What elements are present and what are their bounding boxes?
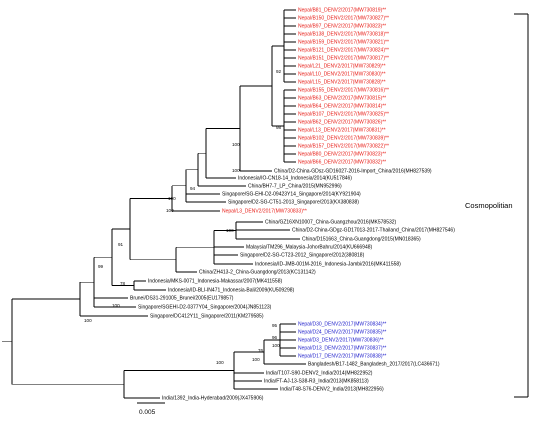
leaf-label: Nepal/B80_DENV2/2017(MW730823)**	[298, 152, 386, 158]
clade-label: Cosmopolitian	[465, 201, 513, 210]
leaf-label: Indonesia/IO-CN18-14_Indonesia/2014(KU51…	[238, 176, 352, 182]
leaf-label: Indonesia/ID-JMB-001M-2016_Indonesia-Jam…	[255, 262, 401, 268]
leaf-label: Nepal/L13_DENV2/2017(MW730831)**	[298, 128, 386, 134]
leaf-label: Singapore/D2-SG-CT23-2012_Singapore/2012…	[240, 253, 365, 259]
leaf-label: Nepal/B151_DENV2/2017(MW730817)**	[298, 56, 389, 62]
bootstrap-value: 100	[232, 168, 240, 173]
bootstrap-value: 95	[272, 323, 278, 328]
bootstrap-value: 100	[168, 196, 176, 201]
leaf-label: Nepal/L21_DENV2/2017(MW730829)**	[298, 64, 386, 70]
tree-branches	[2, 9, 306, 399]
leaf-label: Nepal/B155_DENV2/2017(MW730816)**	[298, 88, 389, 94]
leaf-label: China/ZH413-2_China-Guangdong/2013(KC131…	[199, 270, 316, 276]
bootstrap-values: 92 98 100 100 94 100 100 100 91 99 100 78 100 95 96 100…	[84, 69, 282, 365]
leaf-label: Singapore/SG-EHI-D2-09423Y14_Singapore/2…	[222, 192, 361, 198]
leaf-label: Nepal/L15_DENV2/2017(MW730828)**	[298, 80, 386, 86]
bootstrap-value: 76	[258, 348, 264, 353]
leaf-label: China/GZ16XN10007_China-Guangzhou/2016(M…	[265, 220, 397, 226]
leaf-label: Nepal/B138_DENV2/2017(MW730818)**	[298, 32, 389, 38]
bootstrap-value: 100	[226, 228, 234, 233]
leaf-label: China/D2-China-GDsz-GD16027-2016-Import_…	[274, 169, 432, 175]
leaf-label: Nepal/L10_DENV2/2017(MW730830)**	[298, 72, 386, 78]
leaf-label: Brunei/DS31-291005_Brunei/2005(EU179857)	[130, 296, 234, 302]
leaf-label: Nepal/B159_DENV2/2017(MW730821)**	[298, 40, 389, 46]
leaf-label: Nepal/B64_DENV2/2017(MW730814)**	[298, 104, 386, 110]
leaf-label: Nepal/B121_DENV2/2017(MW730824)**	[298, 48, 389, 54]
bootstrap-value: 98	[276, 125, 282, 130]
leaf-label: Nepal/B62_DENV2/2017(MW730826)**	[298, 120, 386, 126]
bootstrap-value: 99	[98, 264, 104, 269]
bootstrap-value: 78	[120, 281, 126, 286]
leaf-label: Singapore/SGEHI-D2-0377Y04_Singapore/200…	[138, 305, 272, 311]
bootstrap-value: 100	[216, 360, 224, 365]
leaf-label: Nepal/B63_DENV2/2017(MW730815)**	[298, 96, 386, 102]
leaf-label: China/D151663_China-Guangdong/2015(MN018…	[302, 237, 421, 243]
scale-bar-label: 0.005	[139, 409, 156, 416]
leaf-label: Nepal/D17_DENV2/2017(MW730838)**	[298, 354, 386, 360]
leaf-label: Bangladesh/B17-1482_Bangladesh_2017/2017…	[308, 362, 440, 368]
leaf-label: Malaysia/TM296_Malaysia-JohorBahru/2014(…	[246, 245, 373, 251]
leaf-label: Nepal/B157_DENV2/2017(MW730822)**	[298, 144, 389, 150]
leaf-label: Nepal/B102_DENV2/2017(MW730839)**	[298, 136, 389, 142]
leaf-label: Nepal/B66_DENV2/2017(MW730832)**	[298, 160, 386, 166]
bootstrap-value: 96	[272, 335, 278, 340]
leaf-label: Singapore/DC412Y11_Singapore/2011(KM2795…	[150, 314, 264, 320]
bootstrap-value: 91	[118, 242, 124, 247]
leaf-label: Nepal/B107_DENV2/2017(MW730825)**	[298, 112, 389, 118]
bootstrap-value: 100	[252, 357, 260, 362]
leaf-label: Singapore/D2-SG-CT51-2013_Singapore/2013…	[228, 200, 359, 206]
leaf-label: India/1392_India-Hyderabad/2009(JX475906…	[162, 396, 264, 402]
leaf-label: Nepal/D3_DENV2/2017(MW730836)**	[298, 338, 384, 344]
bootstrap-value: 100	[272, 343, 280, 348]
bootstrap-value: 94	[190, 186, 196, 191]
leaf-label: India/T107-S90-DENV2_India/2014(MH822952…	[266, 371, 373, 377]
leaf-label: Nepal/B97_DENV2/2017(MW730823)**	[298, 24, 386, 30]
bootstrap-value: 100	[232, 142, 240, 147]
bootstrap-value: 100	[84, 318, 92, 323]
leaf-label: Nepal/D13_DENV2/2017(MW730837)**	[298, 346, 386, 352]
leaf-label: Nepal/D30_DENV2/2017(MW730834)**	[298, 322, 386, 328]
leaf-label: China/D2-China-GDgz-GD17013-2017-Thailan…	[292, 228, 455, 234]
leaf-label: Nepal/B150_DENV2/2017(MW730827)**	[298, 16, 389, 22]
leaf-label: Indonesia/ID-BLI-IN471_Indonesia-Bali/20…	[168, 288, 295, 294]
bootstrap-value: 92	[276, 69, 282, 74]
scale-bar: 0.005	[137, 402, 165, 416]
bootstrap-value: 100	[112, 303, 120, 308]
leaf-label: Nepal/D24_DENV2/2017(MW730835)**	[298, 330, 386, 336]
leaf-label: Indonesia/MKS-0071_Indonesia-Makassar/20…	[148, 279, 282, 285]
leaf-label: China/BH7-7_LP_China/2015(MN952996)	[248, 184, 342, 190]
leaf-label: India/T48-S76-DENV2_India/2013(MH822956)	[280, 387, 384, 393]
clade-bracket	[514, 13, 529, 398]
leaf-label: Nepal/L3_DENV2/2017(MW730833)**	[222, 209, 307, 215]
leaf-label: Nepal/B81_DENV2/2017(MW730819)**	[298, 8, 386, 14]
bootstrap-value: 100	[166, 208, 174, 213]
leaf-labels: Nepal/B81_DENV2/2017(MW730819)** Nepal/B1…	[130, 8, 455, 402]
leaf-label: India/FT-AJ-13-S38-R3_India/2013(MK85811…	[264, 379, 369, 385]
